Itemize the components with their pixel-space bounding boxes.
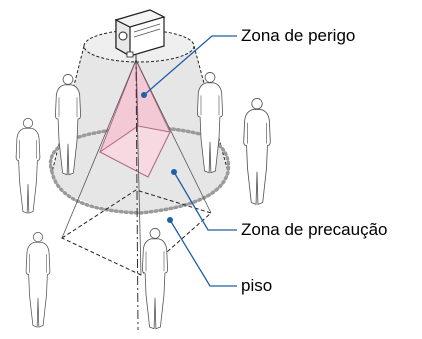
caution-ring [48, 125, 231, 215]
danger-zone-label: Zona de perigo [241, 26, 356, 45]
person-figure [15, 118, 41, 214]
floor-outline [60, 189, 212, 276]
person-figure [141, 228, 169, 330]
floor-label: piso [241, 276, 273, 295]
caution-zone-label: Zona de precaução [241, 220, 388, 239]
projection-lines [61, 59, 212, 276]
person-figure [25, 232, 51, 328]
person-figure [243, 98, 271, 205]
center-axis [135, 54, 139, 331]
projector-icon [114, 9, 166, 58]
leader-lines [143, 35, 237, 287]
leader-dots [141, 92, 177, 223]
